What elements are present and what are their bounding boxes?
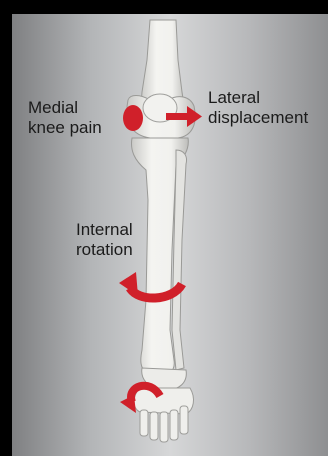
- internal-rotation-label: Internal rotation: [76, 220, 133, 260]
- medial-knee-pain-marker: [123, 105, 143, 131]
- medial-knee-pain-label: Medial knee pain: [28, 98, 102, 138]
- foot-bones: [134, 388, 193, 442]
- lateral-displacement-label: Lateral displacement: [208, 88, 308, 128]
